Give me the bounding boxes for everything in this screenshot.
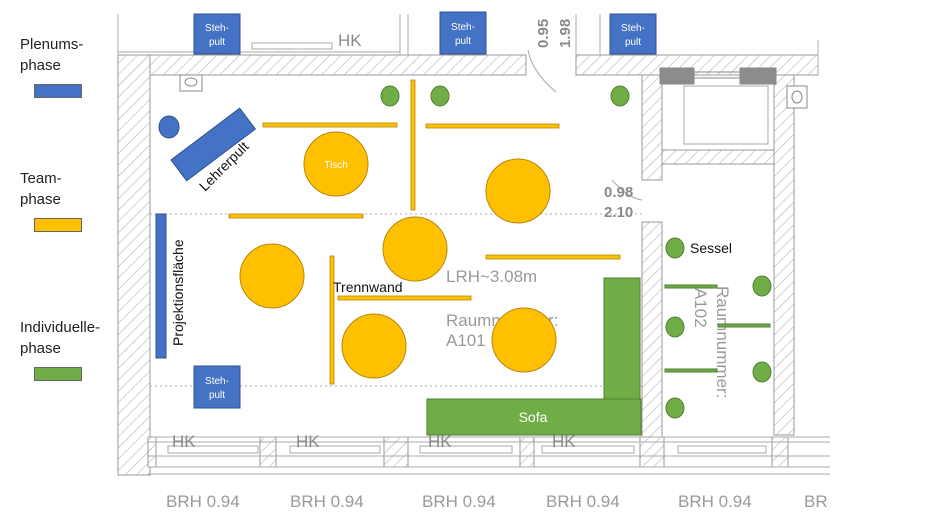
brh-label-4: BRH 0.94 [546,492,620,511]
team-table-5 [341,313,407,379]
team-table-1 [303,131,369,197]
individual-divider-3 [664,368,718,373]
team-furniture [239,131,557,379]
partition-1 [262,122,398,128]
side-room-window [659,67,777,145]
partition-2 [425,123,560,129]
stehpult-label-4a: Steh- [205,376,229,387]
stehpult-label-3a: Steh- [621,23,645,34]
room-id-label: A101 [446,331,486,350]
sofa-back [603,277,641,401]
wall-divider-lower [641,221,663,438]
tisch-label: Tisch [324,160,348,171]
door-side-height: 2.10 [604,204,633,221]
sessel-3 [610,85,630,107]
stehpult-label-2a: Steh- [451,22,475,33]
stehpult-label-1a: Steh- [205,23,229,34]
team-table-2 [485,158,551,224]
brh-label-1: BRH 0.94 [166,492,240,511]
sessel-5 [752,275,772,297]
walls [117,54,819,476]
stehpult-bottom-left [193,365,241,409]
partition-5 [485,254,621,260]
legend-team-label: Team- phase [20,170,62,208]
partition-4 [228,213,364,219]
sessel-label: Sessel [690,240,732,256]
trennwand-label: Trennwand [333,279,403,295]
sofa-seat [426,398,642,436]
door-top-width: 0.95 [535,19,552,48]
individual-divider-1 [664,284,718,289]
wall-side-top [661,149,775,165]
wall-side-column [773,74,795,436]
legend-individual-label: Individuelle- phase [20,319,101,357]
side-room-number-label: Raumnummer: [713,286,732,398]
team-table-3 [382,216,448,282]
sessel-6 [665,316,685,338]
legend-plenum-swatch [34,84,82,98]
team-table-6 [491,307,557,373]
sink-main [179,74,203,92]
hk-label-bottom-1: HK [172,432,196,451]
stehpult-top-middle [439,11,487,55]
partition-3 [410,79,416,211]
sofa-label: Sofa [519,409,548,425]
legend-individual-swatch [34,367,82,381]
brh-label-2: BRH 0.94 [290,492,364,511]
hk-label-bottom-3: HK [428,432,452,451]
stehpult-top-right [609,13,657,55]
brh-label-3: BRH 0.94 [422,492,496,511]
stehpult-top-left [193,13,241,55]
sessel-1 [380,85,400,107]
door-top-height: 1.98 [557,19,574,48]
plenum-furniture [155,11,657,409]
hk-label-bottom-2: HK [296,432,320,451]
lehrerpult-desk [170,107,257,182]
projection-screen [155,213,167,359]
stehpult-label-1b: pult [209,37,225,48]
hk-label-bottom-4: HK [552,432,576,451]
bottom-window-band [148,436,830,475]
door-swing-top [527,49,557,93]
stehpult-label-2b: pult [455,36,471,47]
partition-7 [337,295,472,301]
individual-divider-2 [717,323,771,328]
sessel-2 [430,85,450,107]
wall-top-left [117,54,527,76]
side-room-id-label: A102 [691,288,710,328]
stehpult-label-4b: pult [209,390,225,401]
legend-team-swatch [34,218,82,232]
partition-6 [329,255,335,385]
hk-label-top: HK [338,31,362,50]
stehpult-label-3b: pult [625,37,641,48]
wall-left [117,54,151,476]
sessel-8 [665,397,685,419]
plenum-seat [158,115,180,139]
sessel-7 [752,361,772,383]
brh-label-5: BRH 0.94 [678,492,752,511]
brh-label-6: BR [804,492,828,511]
team-table-4 [239,243,305,309]
door-side-width: 0.98 [604,184,633,201]
partition-walls [228,79,621,385]
sessel-4 [665,237,685,259]
wall-divider-upper [641,74,663,181]
sink-side [786,85,808,109]
lrh-label: LRH~3.08m [446,267,537,286]
legend-plenum-label: Plenums- phase [20,36,84,74]
door-swing-side [611,179,643,201]
individual-furniture [380,85,772,436]
projection-label: Projektionsfläche [170,239,186,346]
